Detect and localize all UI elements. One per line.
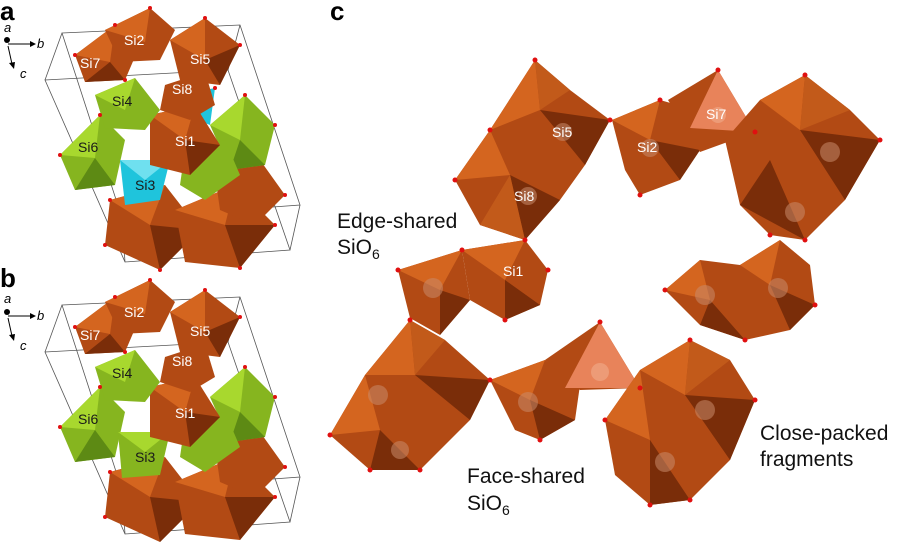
edge-shared-formula: SiO <box>337 236 372 259</box>
si8-label: Si8 <box>514 188 534 204</box>
si6-label: Si6 <box>78 411 98 427</box>
svg-text:SiO6: SiO6 <box>337 236 380 262</box>
oxygen-atoms <box>58 6 287 272</box>
face-shared-annotation: Face-shared SiO6 <box>467 465 585 518</box>
si5-label: Si5 <box>552 124 572 140</box>
edge-shared-subscript: 6 <box>372 246 380 262</box>
si8-label: Si8 <box>172 353 192 369</box>
si4-label: Si4 <box>112 365 132 381</box>
panel-c-letter: c <box>330 0 344 26</box>
si1-label: Si1 <box>175 405 195 421</box>
edge-shared-annotation: Edge-shared SiO6 <box>337 210 457 262</box>
face-shared-line1: Face-shared <box>467 465 585 488</box>
si7-label: Si7 <box>80 55 100 71</box>
face-shared-subscript: 6 <box>502 502 510 518</box>
panel-b-letter: b <box>0 263 16 293</box>
si6-label: Si6 <box>78 139 98 155</box>
si8-label: Si8 <box>172 81 192 97</box>
si4-label: Si4 <box>112 93 132 109</box>
panel-a: a a b c <box>0 0 301 272</box>
axis-a-label: a <box>4 20 11 35</box>
tetrahedron <box>120 160 170 205</box>
panel-c: c <box>327 0 888 518</box>
close-packed-line2: fragments <box>760 448 853 471</box>
close-packed-line1: Close-packed <box>760 422 888 445</box>
si7-label: Si7 <box>706 106 726 122</box>
close-packed-annotation: Close-packed fragments <box>760 422 888 471</box>
axis-c-label: c <box>20 338 27 353</box>
si5-label: Si5 <box>190 323 210 339</box>
svg-text:SiO6: SiO6 <box>467 492 510 518</box>
axis-triad-b: a b c <box>4 291 44 353</box>
face-shared-formula: SiO <box>467 492 502 515</box>
si7-label: Si7 <box>80 327 100 343</box>
octahedron <box>160 72 215 120</box>
polyhedra-c <box>327 57 883 508</box>
axis-a-dot <box>4 309 10 315</box>
si3-label: Si3 <box>135 177 155 193</box>
polyhedra-a <box>58 6 287 272</box>
si2-label: Si2 <box>124 32 144 48</box>
si1-label: Si1 <box>503 263 523 279</box>
si2-label: Si2 <box>124 304 144 320</box>
si5-label: Si5 <box>190 51 210 67</box>
panel-b: b a b c <box>0 263 301 542</box>
axis-triad-a: a b c <box>4 20 44 81</box>
edge-shared-line1: Edge-shared <box>337 210 457 233</box>
polyhedra-b <box>58 278 287 542</box>
panel-a-letter: a <box>0 0 15 26</box>
axis-a-label: a <box>4 291 11 306</box>
axis-b-label: b <box>37 36 44 51</box>
oxygen-atoms <box>58 278 287 519</box>
axis-b-label: b <box>37 308 44 323</box>
axis-a-dot <box>4 37 10 43</box>
si3-label: Si3 <box>135 449 155 465</box>
oxygen-atoms <box>327 57 883 508</box>
si1-label: Si1 <box>175 133 195 149</box>
si2-label: Si2 <box>637 139 657 155</box>
axis-c-label: c <box>20 66 27 81</box>
